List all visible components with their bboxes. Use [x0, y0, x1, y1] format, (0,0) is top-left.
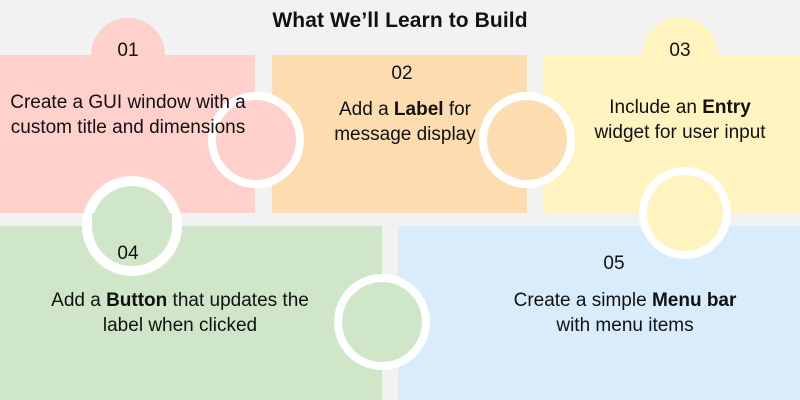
step-text-02: Add a Label for message display — [310, 97, 500, 147]
step-text-03-part-a: Include an — [609, 97, 703, 118]
step-text-04: Add a Button that updates the label when… — [50, 288, 310, 338]
step-text-04-keyword: Button — [106, 290, 168, 311]
piece-01-top-tab — [91, 18, 165, 92]
step-text-01: Create a GUI window with a custom title … — [8, 90, 248, 140]
piece-02-right-tab — [487, 100, 567, 180]
step-text-02-part-a: Add a — [338, 99, 394, 120]
step-text-05-keyword: Menu bar — [651, 290, 737, 311]
step-number-04: 04 — [117, 243, 139, 264]
step-number-01: 01 — [117, 40, 139, 61]
piece-01-right-tab — [216, 100, 296, 180]
piece-03-top-tab — [642, 17, 718, 93]
piece-04-tab-neck — [92, 213, 172, 227]
step-text-05-part-b: with menu items — [556, 315, 694, 336]
step-text-03-part-b: widget for user input — [594, 122, 766, 143]
step-number-03: 03 — [669, 40, 691, 61]
step-text-02-keyword: Label — [393, 99, 444, 120]
piece-05-body — [398, 226, 800, 400]
puzzle-piece-04 — [0, 226, 382, 400]
step-text-05-part-a: Create a simple — [513, 290, 652, 311]
step-text-03: Include an Entry widget for user input — [585, 95, 775, 145]
step-text-04-part-a: Add a — [51, 290, 107, 311]
piece-04-body — [0, 226, 382, 400]
step-text-05: Create a simple Menu bar with menu items — [505, 288, 745, 338]
step-text-03-keyword: Entry — [702, 97, 751, 118]
step-text-01-part: Create a GUI window with a custom title … — [10, 92, 246, 138]
step-text-04-part-b: that updates the label when clicked — [102, 290, 309, 336]
piece-04-right-neck — [380, 282, 384, 362]
page-title: What We’ll Learn to Build — [272, 9, 528, 32]
piece-03-bottom-neck — [647, 205, 723, 215]
step-number-05: 05 — [603, 253, 625, 274]
puzzle-piece-05 — [398, 226, 800, 400]
step-text-02-part-b: for message display — [334, 99, 476, 145]
step-number-02: 02 — [391, 63, 413, 84]
